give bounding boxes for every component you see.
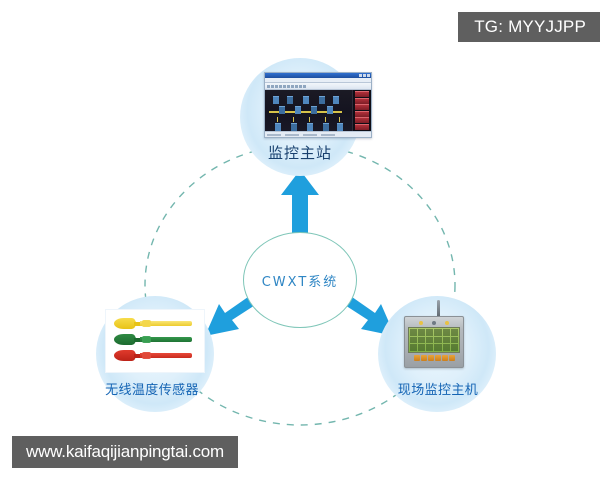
dashed-connection-ring xyxy=(144,144,456,426)
window-menu-bar xyxy=(265,78,371,83)
field-host-device-icon xyxy=(404,300,464,368)
telegram-tag-watermark: TG: MYYJJPP xyxy=(458,12,600,42)
device-lcd-screen xyxy=(408,327,460,353)
scada-alarm-panel xyxy=(352,90,371,131)
center-hub-system: CWXT系统 xyxy=(243,232,357,328)
website-watermark: www.kaifaqijianpingtai.com xyxy=(12,436,238,468)
node-master-station[interactable]: 监控主站 xyxy=(222,58,378,178)
scada-diagram-canvas xyxy=(265,90,371,131)
scada-bus-line xyxy=(269,110,342,113)
device-body xyxy=(404,316,464,368)
node-label-master-station: 监控主站 xyxy=(267,144,332,162)
window-title-bar xyxy=(265,73,371,78)
node-label-wireless-temperature-sensor: 无线温度传感器 xyxy=(105,383,199,398)
node-field-monitoring-host[interactable]: 现场监控主机 xyxy=(368,296,508,412)
center-hub-label: CWXT系统 xyxy=(261,274,339,290)
window-toolbar xyxy=(265,83,371,90)
arrow-to-master-station xyxy=(281,170,319,240)
window-status-bar xyxy=(265,131,371,137)
sensor-tie-red xyxy=(114,350,192,361)
device-indicator-lights xyxy=(408,320,460,326)
monitoring-software-window-icon xyxy=(264,72,372,138)
device-keypad xyxy=(408,355,460,362)
scada-single-line-diagram xyxy=(265,90,352,131)
sensor-tie-yellow xyxy=(114,318,192,329)
node-label-field-monitoring-host: 现场监控主机 xyxy=(397,383,479,398)
node-wireless-temperature-sensor[interactable]: 无线温度传感器 xyxy=(88,296,228,412)
sensor-tie-green xyxy=(114,334,192,345)
temperature-sensor-photo-icon xyxy=(106,310,204,372)
antenna-icon xyxy=(437,300,440,318)
